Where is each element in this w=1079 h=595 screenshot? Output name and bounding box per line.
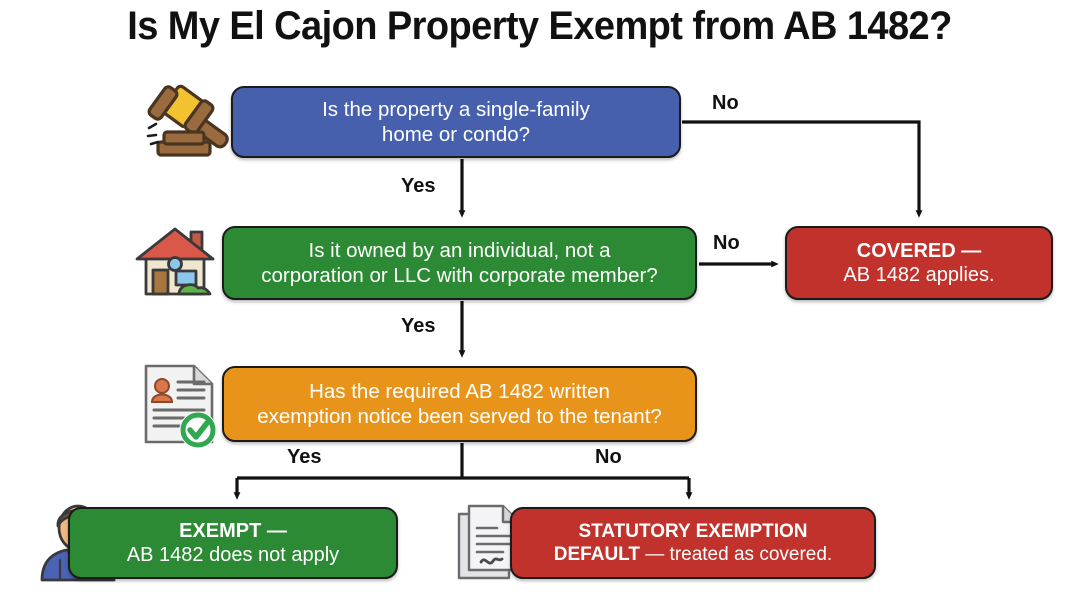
edge-label-q3-no: No — [595, 446, 622, 468]
node-line-1: Is the property a single-family — [322, 98, 590, 121]
node-line-2-bold: DEFAULT — [553, 544, 640, 565]
decision-node-single-family[interactable]: Is the property a single-family home or … — [231, 86, 681, 158]
node-line-1: EXEMPT — — [179, 519, 287, 542]
page-title: Is My El Cajon Property Exempt from AB 1… — [127, 4, 952, 48]
node-line-2: AB 1482 applies. — [843, 264, 995, 286]
node-line-2: exemption notice been served to the tena… — [257, 405, 662, 428]
edge-label-q1-no: No — [712, 92, 739, 114]
edge-label-q1-yes: Yes — [401, 175, 436, 197]
certificate-icon — [136, 358, 224, 450]
edge-label-q3-yes: Yes — [287, 446, 322, 468]
gavel-icon — [142, 80, 238, 168]
node-line-2: corporation or LLC with corporate member… — [261, 264, 658, 287]
node-line-2: home or condo? — [381, 123, 531, 146]
outcome-node-statutory-default[interactable]: STATUTORY EXEMPTION DEFAULT — treated as… — [510, 507, 876, 579]
edge-label-q2-no: No — [713, 232, 740, 254]
node-line-1: STATUTORY EXEMPTION — [578, 520, 808, 542]
node-line-1: Is it owned by an individual, not a — [308, 239, 611, 262]
node-line-2: AB 1482 does not apply — [126, 544, 340, 566]
decision-node-individual-owner[interactable]: Is it owned by an individual, not a corp… — [222, 226, 697, 300]
house-icon — [132, 218, 224, 308]
decision-node-written-notice[interactable]: Has the required AB 1482 written exempti… — [222, 366, 697, 442]
node-line-1: Has the required AB 1482 written — [309, 380, 610, 403]
outcome-node-exempt[interactable]: EXEMPT — AB 1482 does not apply — [68, 507, 398, 579]
outcome-node-covered[interactable]: COVERED — AB 1482 applies. — [785, 226, 1053, 300]
node-line-1: COVERED — — [856, 239, 982, 262]
edge-label-q2-yes: Yes — [401, 315, 436, 337]
node-line-2-rest: — treated as covered. — [639, 544, 833, 565]
